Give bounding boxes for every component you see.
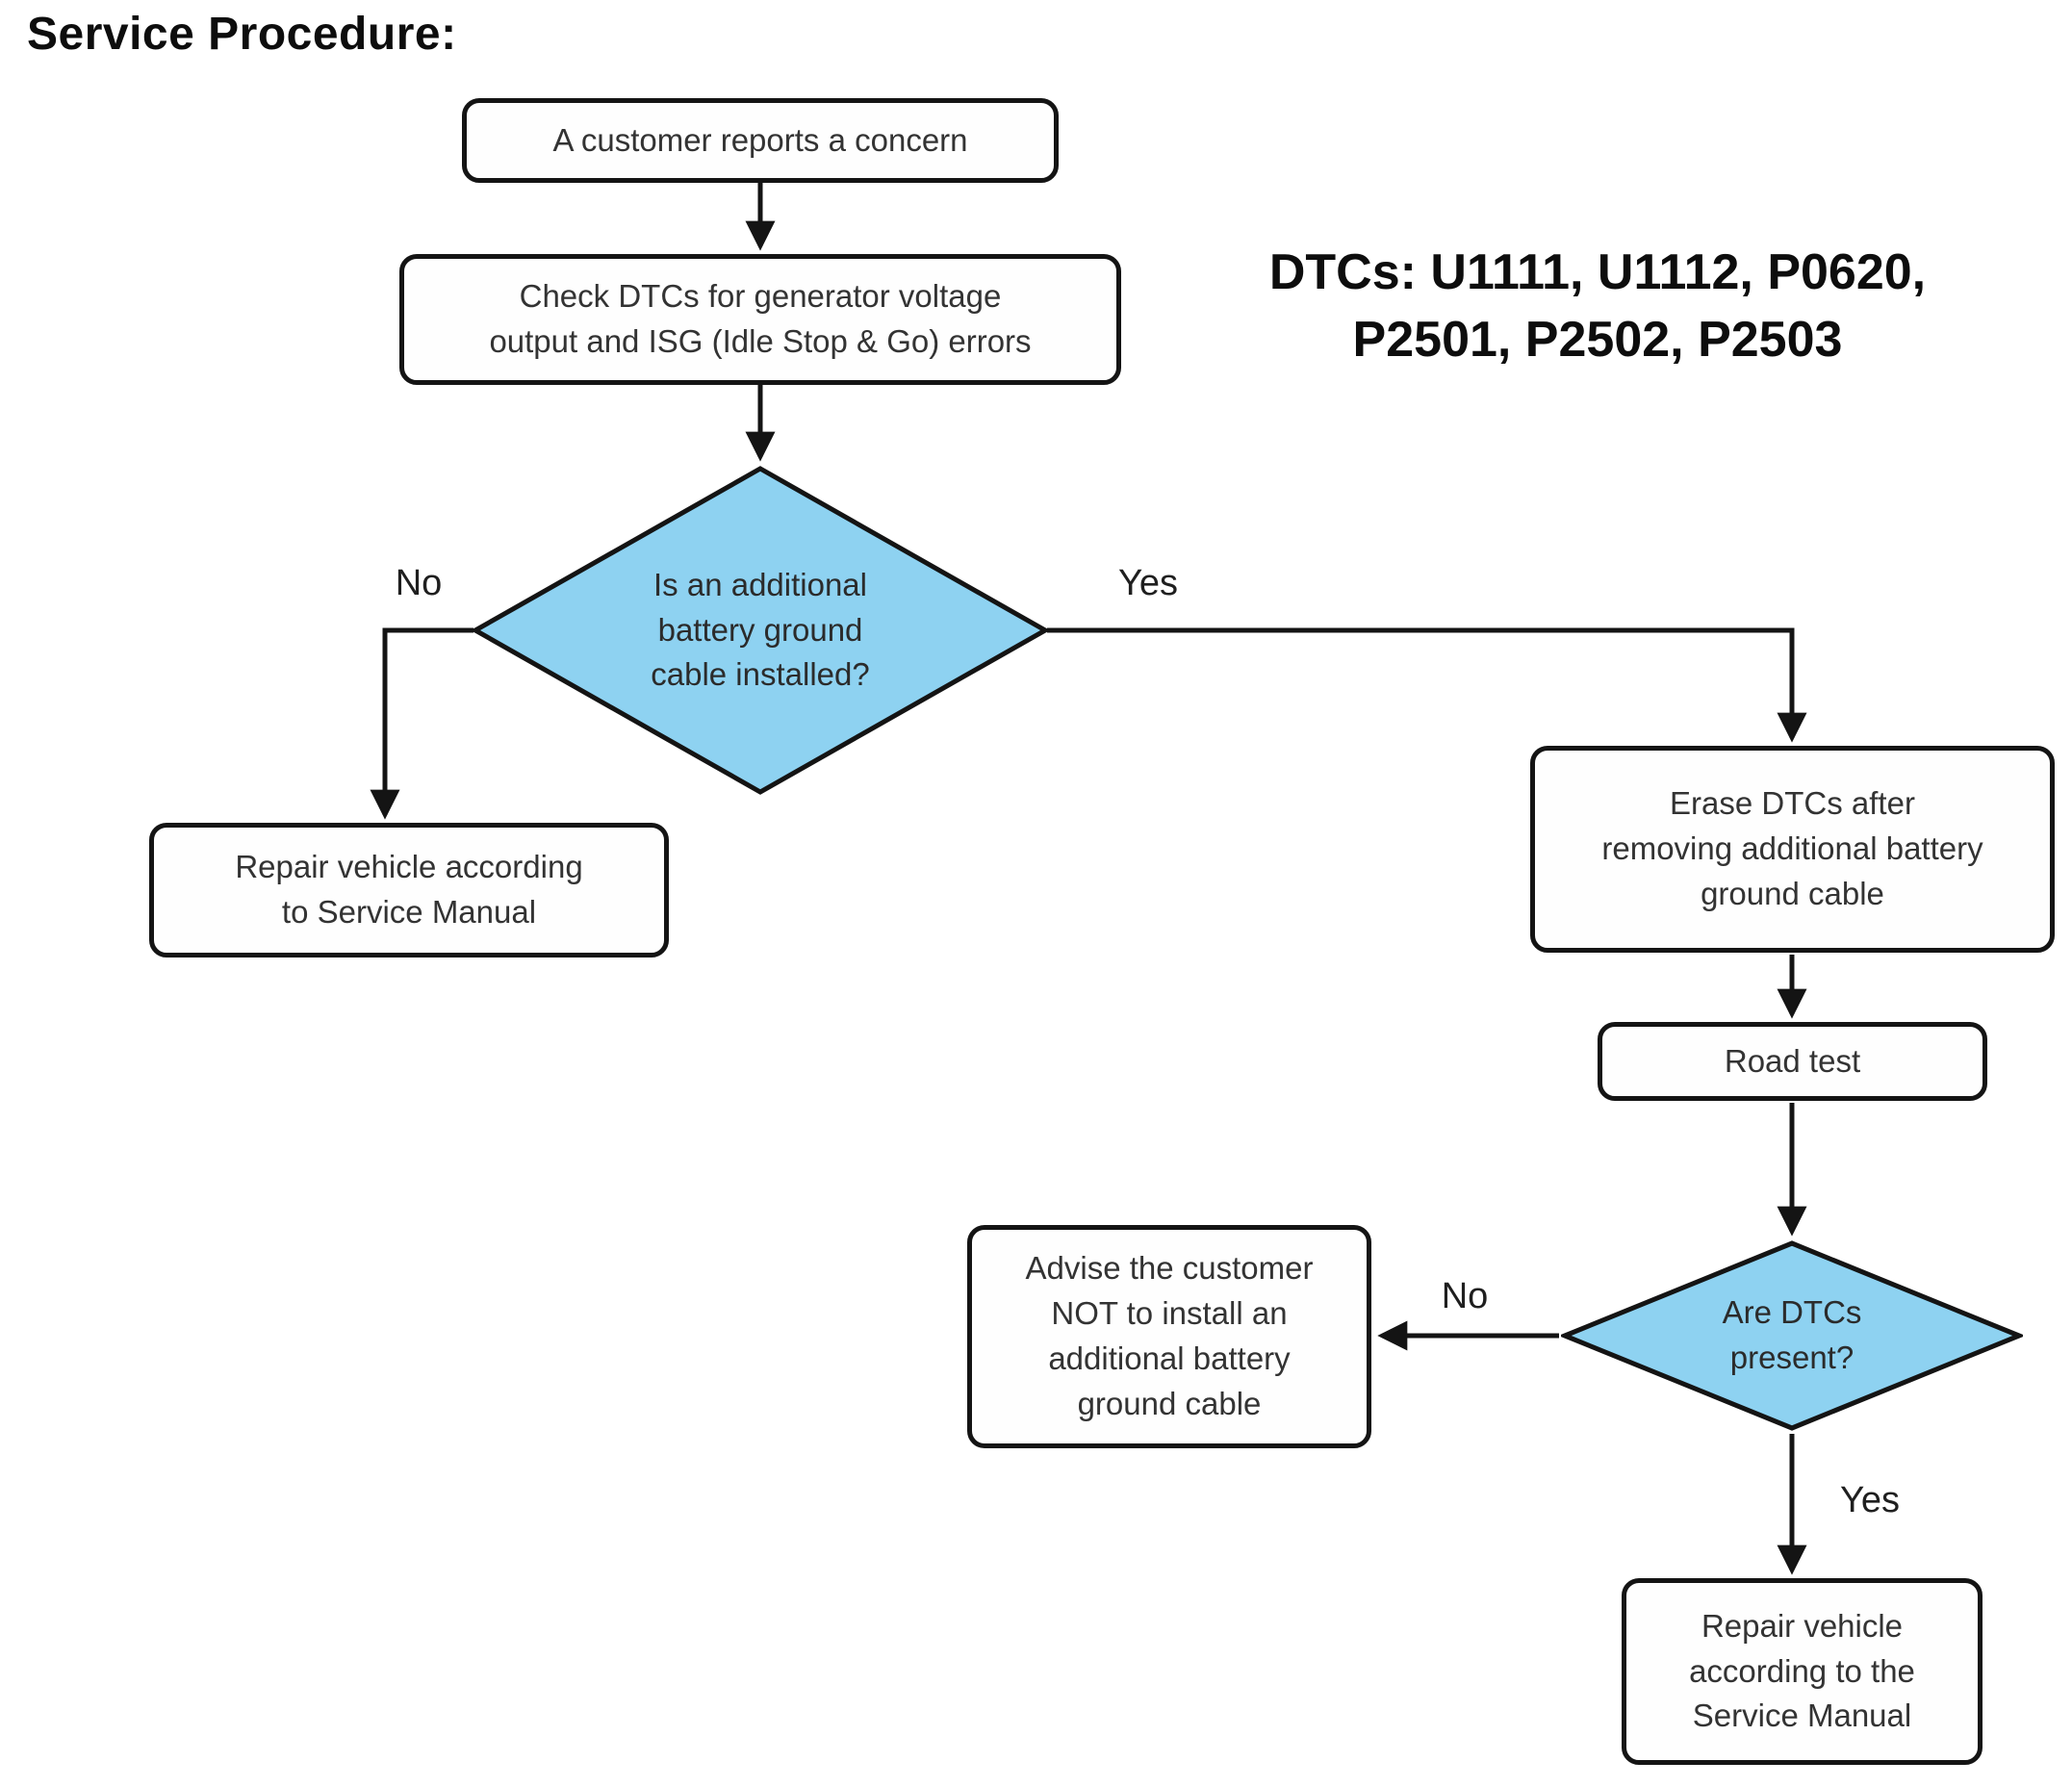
node-erase-dtcs: Erase DTCs after removing additional bat… [1530,746,2055,953]
node-check-dtcs: Check DTCs for generator voltage output … [399,254,1121,385]
edge-label-decision2-no: No [1441,1276,1489,1316]
node-ground-cable-decision-text: Is an additional battery ground cable in… [651,566,870,693]
node-repair-service-manual-2: Repair vehicle according to the Service … [1622,1578,1982,1765]
decision1-diamond-polygon [472,466,1049,795]
decision2-diamond-polygon [1561,1240,2023,1431]
node-road-test: Road test [1598,1022,1987,1101]
edge-label-decision1-no: No [395,563,443,603]
node-ground-cable-decision: Is an additional battery ground cable in… [472,465,1049,796]
node-road-test-text: Road test [1724,1042,1861,1079]
node-repair-service-manual-2-text: Repair vehicle according to the Service … [1689,1607,1915,1734]
node-repair-service-manual-text: Repair vehicle according to Service Manu… [235,849,583,930]
node-erase-dtcs-text: Erase DTCs after removing additional bat… [1601,785,1983,911]
node-dtcs-present-decision: Are DTCs present? [1561,1239,2023,1432]
edge-label-decision2-yes: Yes [1840,1480,1900,1520]
node-advise-customer-text: Advise the customer NOT to install an ad… [1025,1250,1314,1421]
node-advise-customer: Advise the customer NOT to install an ad… [967,1225,1371,1448]
node-customer-concern-text: A customer reports a concern [552,121,968,158]
edge-decision1-no [370,627,473,820]
decision1-diamond-shape [472,466,1049,795]
decision2-diamond-shape [1561,1240,2023,1431]
edge-decision1-yes [1047,627,1807,743]
node-repair-service-manual: Repair vehicle according to Service Manu… [149,823,669,957]
dtc-note: DTCs: U1111, U1112, P0620, P2501, P2502,… [1268,244,1927,369]
node-dtcs-present-decision-text: Are DTCs present? [1722,1294,1862,1375]
node-customer-concern: A customer reports a concern [462,98,1059,183]
edge-label-decision1-yes: Yes [1118,563,1178,603]
node-check-dtcs-text: Check DTCs for generator voltage output … [489,278,1032,359]
page-title: Service Procedure: [27,9,457,60]
